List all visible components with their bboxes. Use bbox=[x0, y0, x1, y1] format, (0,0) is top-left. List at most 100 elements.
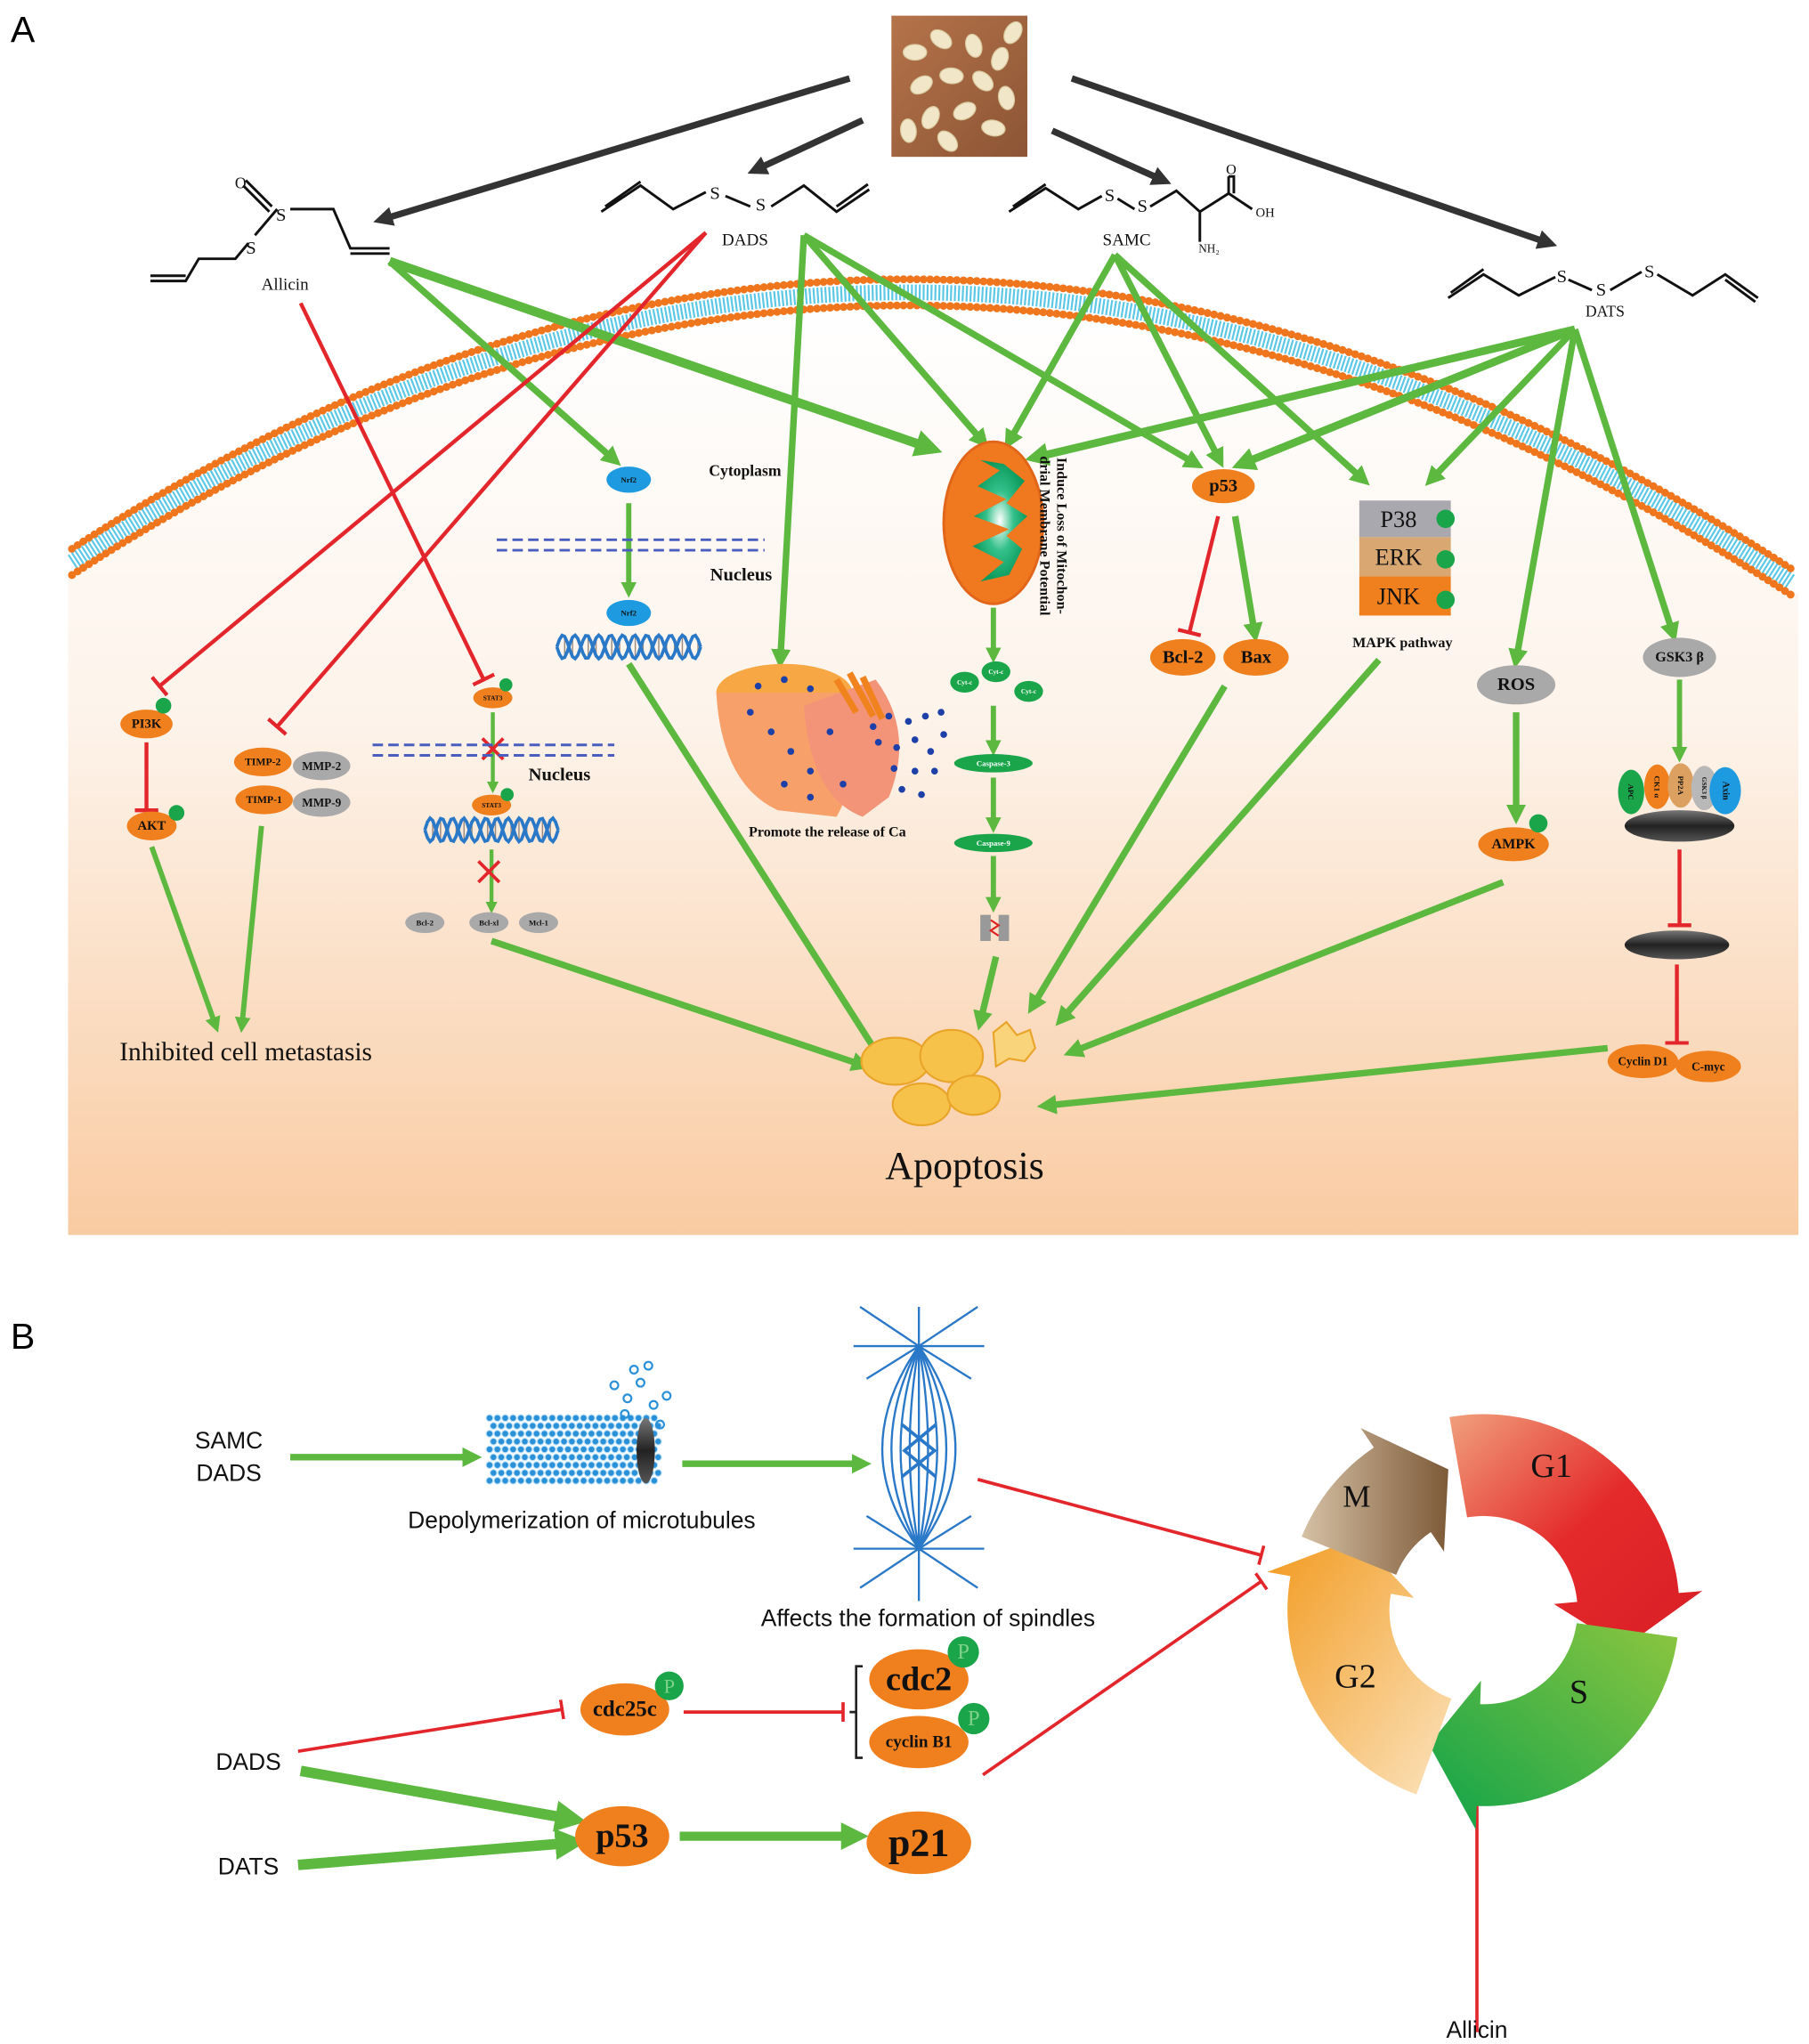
activation-arrow bbox=[1231, 325, 1577, 470]
jnk-label: JNK bbox=[1377, 582, 1420, 609]
phosphorylation-icon bbox=[168, 805, 185, 821]
mitochondrion bbox=[942, 440, 1045, 605]
mcl1-node-label: Mcl-1 bbox=[529, 918, 548, 927]
cytc-node-label: Cyt-c bbox=[957, 678, 973, 686]
ck1a-node-label: CK1 α bbox=[1653, 775, 1662, 798]
activation-arrow bbox=[1055, 657, 1382, 1026]
dats-input: DATS bbox=[218, 1853, 279, 1879]
activation-arrow bbox=[234, 825, 264, 1034]
activation-arrow bbox=[973, 955, 1000, 1031]
pore-channel-icon bbox=[980, 914, 1010, 941]
cytc-node-label: Cyt-c bbox=[1021, 687, 1037, 695]
ampk-node bbox=[1478, 827, 1549, 862]
mapk-annotation: MAPK pathway bbox=[1352, 636, 1452, 651]
apoptotic-cells bbox=[860, 1020, 1037, 1127]
activation-arrow bbox=[297, 1828, 587, 1870]
sulfur-atom: S bbox=[1557, 267, 1567, 287]
allicin-structure bbox=[150, 179, 390, 283]
microtubule-caption: Depolymerization of microtubules bbox=[408, 1506, 755, 1533]
activation-arrow bbox=[1025, 325, 1577, 466]
allicin-label: Allicin bbox=[262, 276, 309, 295]
cdc25c-node-label: cdc25c bbox=[593, 1698, 657, 1722]
p53-node-label: p53 bbox=[1209, 476, 1237, 496]
cyclind1-node-label: Cyclin D1 bbox=[1618, 1055, 1667, 1068]
nrf2-node-label: Nrf2 bbox=[621, 475, 637, 484]
stat3-nuclear-node-label: STAT3 bbox=[482, 801, 501, 809]
activation-arrow bbox=[802, 232, 1204, 469]
nucleus-label-stat3: Nucleus bbox=[529, 766, 591, 785]
amine-group: NH₂ bbox=[1198, 241, 1220, 255]
activation-arrow bbox=[490, 937, 872, 1072]
axin-node bbox=[1709, 766, 1741, 815]
phosphorylation-icon bbox=[1529, 814, 1548, 833]
sulfur-atom: S bbox=[246, 239, 256, 258]
cdc2-node-label: cdc2 bbox=[886, 1660, 952, 1698]
oxygen-atom: O bbox=[235, 174, 247, 192]
activation-arrow bbox=[149, 846, 221, 1033]
apoptosis-outcome: Apoptosis bbox=[885, 1144, 1044, 1188]
phase-g1-label: G1 bbox=[1530, 1448, 1572, 1485]
phospho-label: P bbox=[957, 1640, 969, 1664]
phase-g1-arrow bbox=[1449, 1414, 1703, 1648]
cytc-node bbox=[1014, 680, 1043, 702]
cdc25c-node bbox=[580, 1683, 669, 1736]
mito-annotation-line1: Induce Loss of Mitochon- bbox=[1054, 458, 1069, 614]
inhibition-arrow bbox=[1177, 515, 1221, 637]
activation-arrow bbox=[1036, 1044, 1609, 1115]
activation-arrow bbox=[1231, 515, 1263, 643]
activation-arrow bbox=[626, 661, 888, 1069]
destruction-complex-base bbox=[1624, 810, 1735, 842]
nrf2-node bbox=[606, 466, 652, 493]
caspase9-node-label: Caspase-9 bbox=[977, 839, 1011, 848]
ros-node-label: ROS bbox=[1497, 675, 1535, 694]
activation-arrow bbox=[771, 235, 807, 669]
inhibition-arrow bbox=[982, 1572, 1269, 1777]
dna-helix bbox=[555, 632, 702, 661]
cytc-node bbox=[981, 661, 1010, 683]
nrf2-nuclear-node bbox=[606, 599, 652, 627]
mcl1-node bbox=[518, 912, 558, 934]
activation-arrow bbox=[1571, 328, 1679, 643]
phosphorylation-icon bbox=[654, 1671, 684, 1700]
phosphorylation-icon bbox=[500, 788, 515, 801]
phase-s-label: S bbox=[1570, 1674, 1588, 1711]
endoplasmic-reticulum bbox=[716, 663, 947, 817]
cyclinb1-node-label: cyclin B1 bbox=[886, 1732, 953, 1751]
mmp9-node bbox=[292, 788, 351, 817]
phase-g2-label: G2 bbox=[1334, 1658, 1376, 1695]
timp2-node-label: TIMP-2 bbox=[245, 756, 281, 767]
mmp2-node bbox=[292, 751, 351, 781]
dads-label: DADS bbox=[722, 231, 768, 250]
activation-arrow bbox=[1063, 879, 1505, 1058]
blocked-x-icon bbox=[477, 860, 501, 884]
ampk-node-label: AMPK bbox=[1491, 837, 1536, 852]
garlic-image bbox=[891, 15, 1027, 158]
bcl2-gray-node bbox=[405, 912, 445, 934]
p21-node-label: p21 bbox=[888, 1821, 950, 1864]
source-arrow bbox=[1051, 127, 1172, 185]
sulfur-atom: S bbox=[1644, 262, 1654, 281]
inhibition-arrow bbox=[298, 302, 496, 687]
dats-structure bbox=[1447, 268, 1759, 304]
inhibition-arrow bbox=[297, 1699, 565, 1753]
nucleus-label: Nucleus bbox=[710, 565, 773, 585]
erk-label: ERK bbox=[1375, 543, 1423, 570]
sulfur-atom: S bbox=[276, 206, 286, 225]
phospho-label: P bbox=[968, 1707, 980, 1731]
activation-arrow bbox=[387, 258, 621, 466]
mito-annotation-line2: drial Membrane Potential bbox=[1037, 456, 1052, 616]
cdc2-node bbox=[869, 1649, 969, 1710]
p53-b-node bbox=[575, 1805, 669, 1867]
phosphorylation-icon bbox=[1436, 509, 1456, 529]
sulfur-atom: S bbox=[1105, 186, 1115, 206]
cmyc-node bbox=[1675, 1050, 1741, 1083]
hydroxyl-group: OH bbox=[1256, 206, 1276, 220]
p53-node bbox=[1191, 469, 1255, 504]
timp2-node bbox=[233, 747, 292, 777]
nrf2-nuclear-node-label: Nrf2 bbox=[621, 609, 637, 618]
activation-arrow bbox=[801, 232, 989, 449]
gsk3b-node bbox=[1643, 637, 1716, 677]
activation-arrow bbox=[1424, 327, 1578, 486]
bcl2-node-label: Bcl-2 bbox=[1163, 647, 1204, 667]
pi3k-node bbox=[120, 710, 173, 739]
